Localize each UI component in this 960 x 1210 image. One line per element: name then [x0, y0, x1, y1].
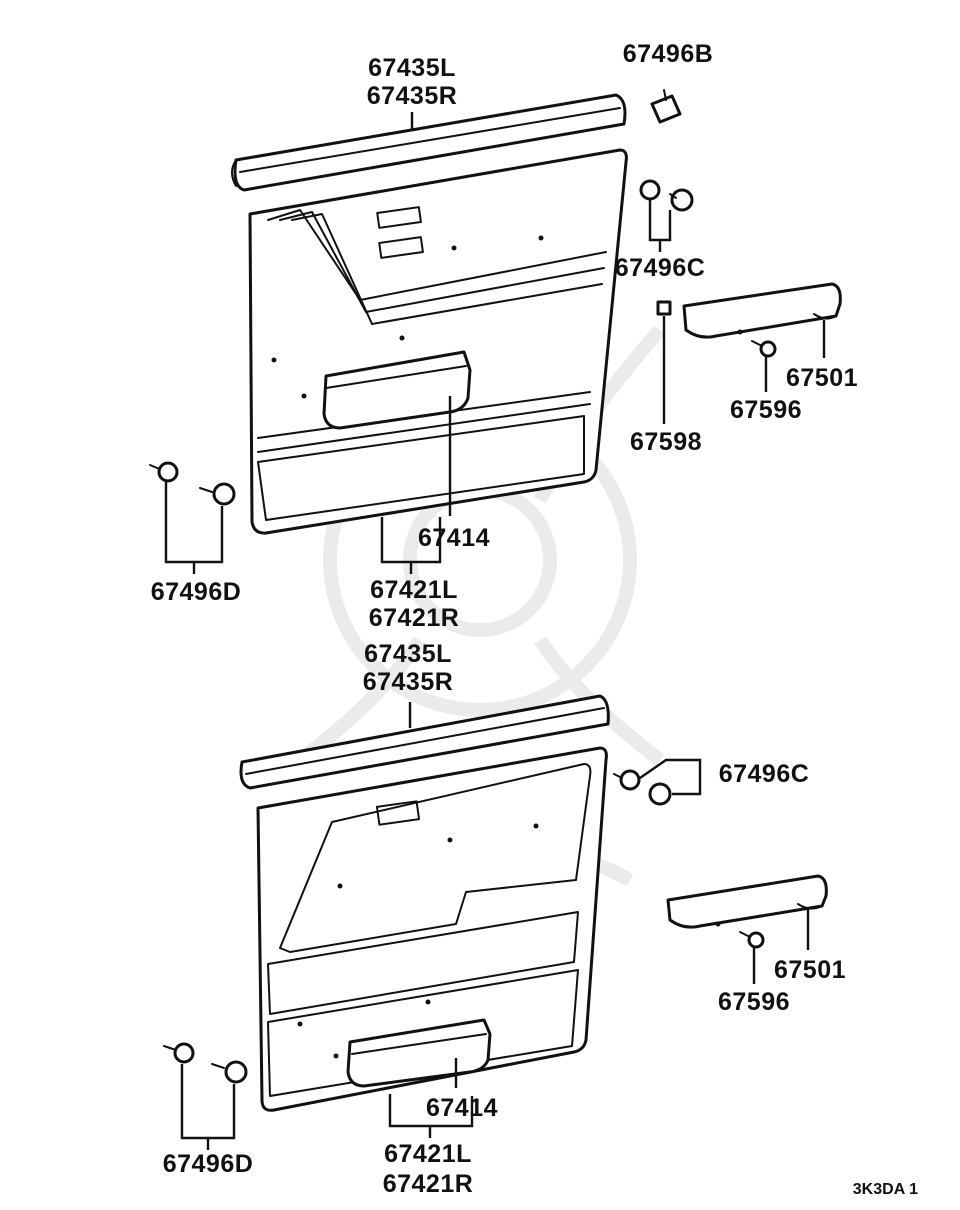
upper-door-panel: [248, 148, 628, 535]
label-lower-panel-l: 67421L: [384, 1140, 472, 1168]
upper-clip-b: [650, 89, 682, 124]
label-lower-screw: 67596: [718, 988, 790, 1016]
leader-lower-clip-c: [639, 758, 702, 796]
lower-moulding: [239, 694, 610, 790]
label-upper-moulding-r: 67435R: [367, 82, 458, 110]
lower-screw: [739, 931, 765, 949]
label-lower-pocket: 67414: [426, 1094, 498, 1122]
lower-door-pocket: [346, 1018, 492, 1088]
label-lower-clip-c: 67496C: [719, 760, 810, 788]
lower-clip-d: [163, 1042, 248, 1084]
upper-clip-c: [639, 179, 694, 212]
upper-nut: [656, 300, 672, 316]
label-lower-panel-r: 67421R: [383, 1170, 474, 1198]
upper-screw: [751, 340, 777, 358]
lower-door-panel: [256, 746, 608, 1112]
upper-moulding: [231, 93, 627, 192]
label-upper-moulding-l: 67435L: [368, 54, 456, 82]
label-lower-armrest: 67501: [774, 956, 846, 984]
label-upper-nut: 67598: [630, 428, 702, 456]
lower-armrest: [666, 874, 828, 929]
label-upper-clip-b: 67496B: [623, 40, 714, 68]
label-upper-panel-r: 67421R: [369, 604, 460, 632]
label-lower-moulding-r: 67435R: [363, 668, 454, 696]
label-upper-screw: 67596: [730, 396, 802, 424]
label-upper-pocket: 67414: [418, 524, 490, 552]
label-upper-clip-d: 67496D: [151, 578, 242, 606]
label-upper-panel-l: 67421L: [370, 576, 458, 604]
label-lower-moulding-l: 67435L: [364, 640, 452, 668]
leader-upper-clip-c: [648, 200, 672, 242]
lower-clip-c: [613, 769, 672, 806]
diagram-code: 3K3DA 1: [853, 1181, 918, 1198]
upper-armrest: [682, 282, 842, 339]
upper-clip-d: [149, 461, 236, 506]
label-upper-armrest: 67501: [786, 364, 858, 392]
label-upper-clip-c: 67496C: [615, 254, 706, 282]
label-lower-clip-d: 67496D: [163, 1150, 254, 1178]
